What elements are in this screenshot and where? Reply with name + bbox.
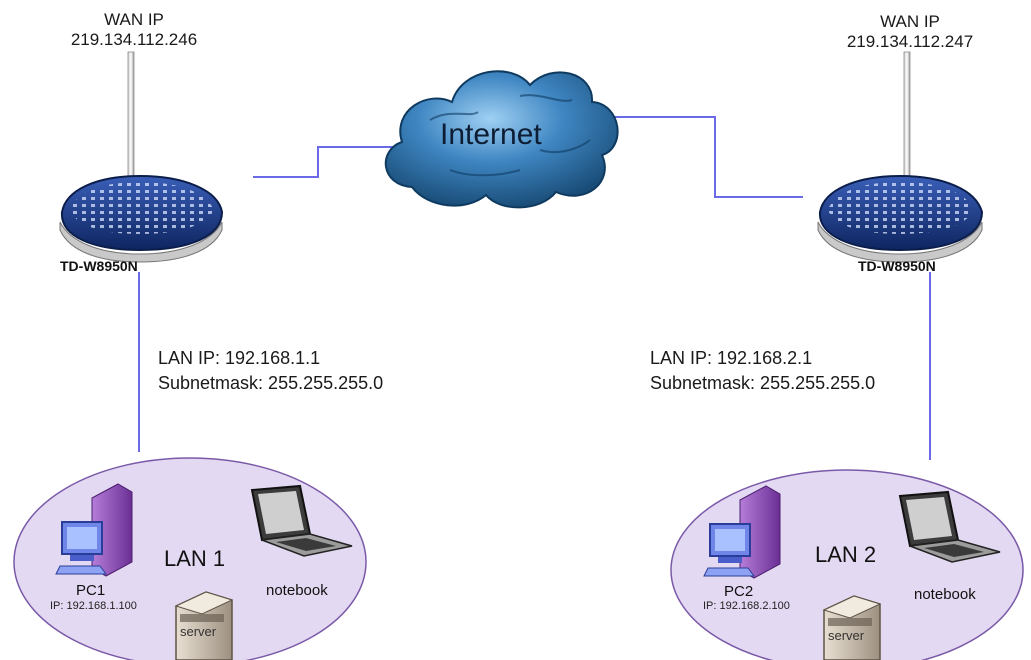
server-label-1: server xyxy=(180,624,217,639)
wan-ip-value-2: 219.134.112.247 xyxy=(846,32,974,51)
pc-icon xyxy=(55,483,133,577)
server-label-2: server xyxy=(828,628,865,643)
router-model-1: TD-W8950N xyxy=(60,258,138,274)
notebook-label-2: notebook xyxy=(914,586,976,603)
notebook-icon xyxy=(898,490,1001,563)
wan-ip-value-1: 219.134.112.246 xyxy=(70,30,198,49)
server-icon xyxy=(822,595,882,660)
cloud-icon xyxy=(384,70,619,209)
pc-icon xyxy=(703,485,781,579)
pc1-name: PC1 xyxy=(76,582,106,599)
router-icon xyxy=(817,51,984,263)
lan-ip-2: LAN IP: 192.168.2.1 xyxy=(650,348,813,368)
pc1-ip: IP: 192.168.1.100 xyxy=(50,600,137,612)
lan-ip-1: LAN IP: 192.168.1.1 xyxy=(158,348,321,368)
lan2-name: LAN 2 xyxy=(815,542,877,567)
notebook-icon xyxy=(250,484,353,557)
pc2-name: PC2 xyxy=(724,583,754,600)
lan1-name: LAN 1 xyxy=(164,546,226,571)
server-icon xyxy=(174,591,234,660)
wan-ip-title-2: WAN IP xyxy=(880,12,940,31)
link-internet-router2 xyxy=(610,116,803,198)
router-icon xyxy=(59,51,224,263)
internet-label: Internet xyxy=(440,118,542,151)
link-router1-internet xyxy=(253,146,395,178)
pc2-ip: IP: 192.168.2.100 xyxy=(703,600,790,612)
notebook-label-1: notebook xyxy=(266,582,328,599)
router-model-2: TD-W8950N xyxy=(858,258,936,274)
subnetmask-1: Subnetmask: 255.255.255.0 xyxy=(158,373,384,393)
wan-ip-title-1: WAN IP xyxy=(104,10,164,29)
connection-lines xyxy=(138,116,931,460)
subnetmask-2: Subnetmask: 255.255.255.0 xyxy=(650,373,876,393)
